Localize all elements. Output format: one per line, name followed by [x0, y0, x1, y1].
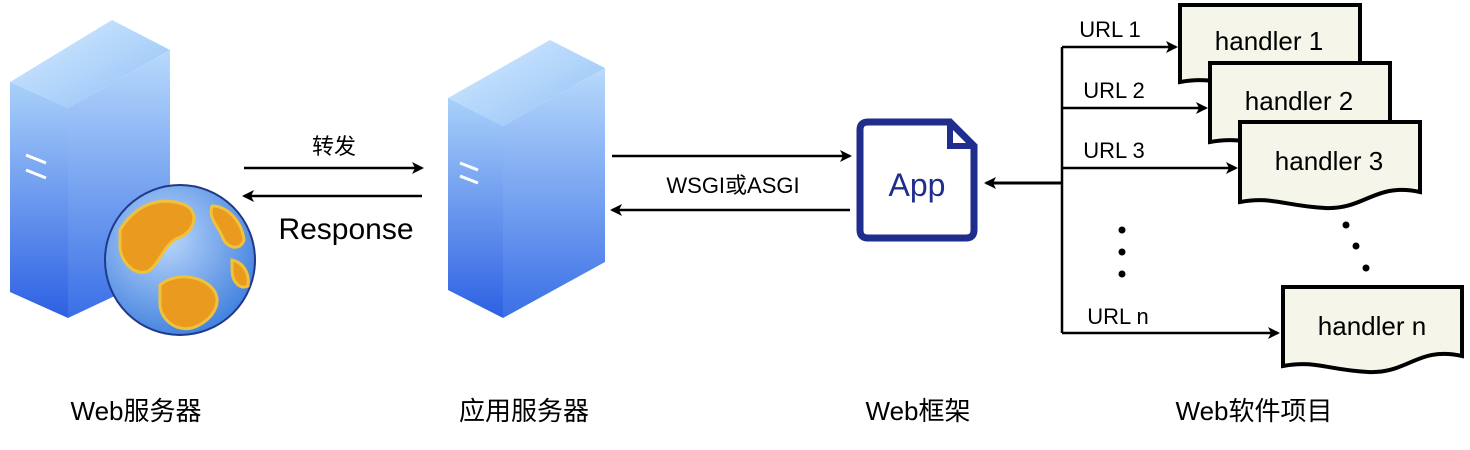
app-icon: App [856, 118, 978, 242]
app-server-caption: 应用服务器 [459, 396, 589, 426]
ellipsis-dots-right [1342, 221, 1370, 272]
app-server-icon [448, 40, 605, 318]
wsgi-label: WSGI或ASGI [666, 173, 799, 198]
handler-3-label: handler 3 [1275, 146, 1383, 176]
project-caption: Web软件项目 [1176, 396, 1333, 426]
web-server-caption: Web服务器 [71, 396, 202, 426]
route-n-url: URL n [1087, 304, 1149, 329]
forward-label: 转发 [312, 134, 356, 159]
globe-icon [104, 184, 256, 336]
app-icon-label: App [889, 167, 946, 203]
handler-3-doc: handler 3 [1238, 120, 1422, 211]
route-3-url: URL 3 [1083, 138, 1145, 163]
handler-1-label: handler 1 [1215, 26, 1323, 56]
route-1-url: URL 1 [1079, 17, 1141, 42]
router-bus [984, 41, 1280, 339]
framework-caption: Web框架 [866, 396, 971, 426]
handler-n-doc: handler n [1281, 285, 1464, 375]
response-label: Response [278, 213, 413, 246]
ellipsis-dots-left [1118, 226, 1126, 278]
handler-2-label: handler 2 [1245, 86, 1353, 116]
handler-n-label: handler n [1318, 311, 1426, 341]
route-2-url: URL 2 [1083, 78, 1145, 103]
